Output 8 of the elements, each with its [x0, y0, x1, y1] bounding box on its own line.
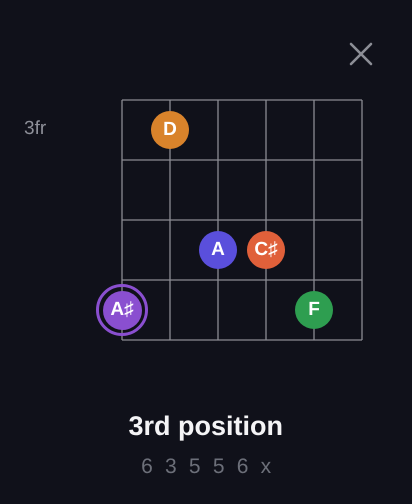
note-dot: C♯ [247, 231, 285, 269]
note-dot: F [295, 291, 333, 329]
root-note-dot: A♯ [96, 284, 148, 336]
note-dot: A [199, 231, 237, 269]
chord-title: 3rd position [128, 412, 283, 442]
fret-number: 3fr [24, 119, 46, 140]
fingering-text: 6 3 5 5 6 x [141, 455, 274, 478]
note-dot: D [151, 111, 189, 149]
